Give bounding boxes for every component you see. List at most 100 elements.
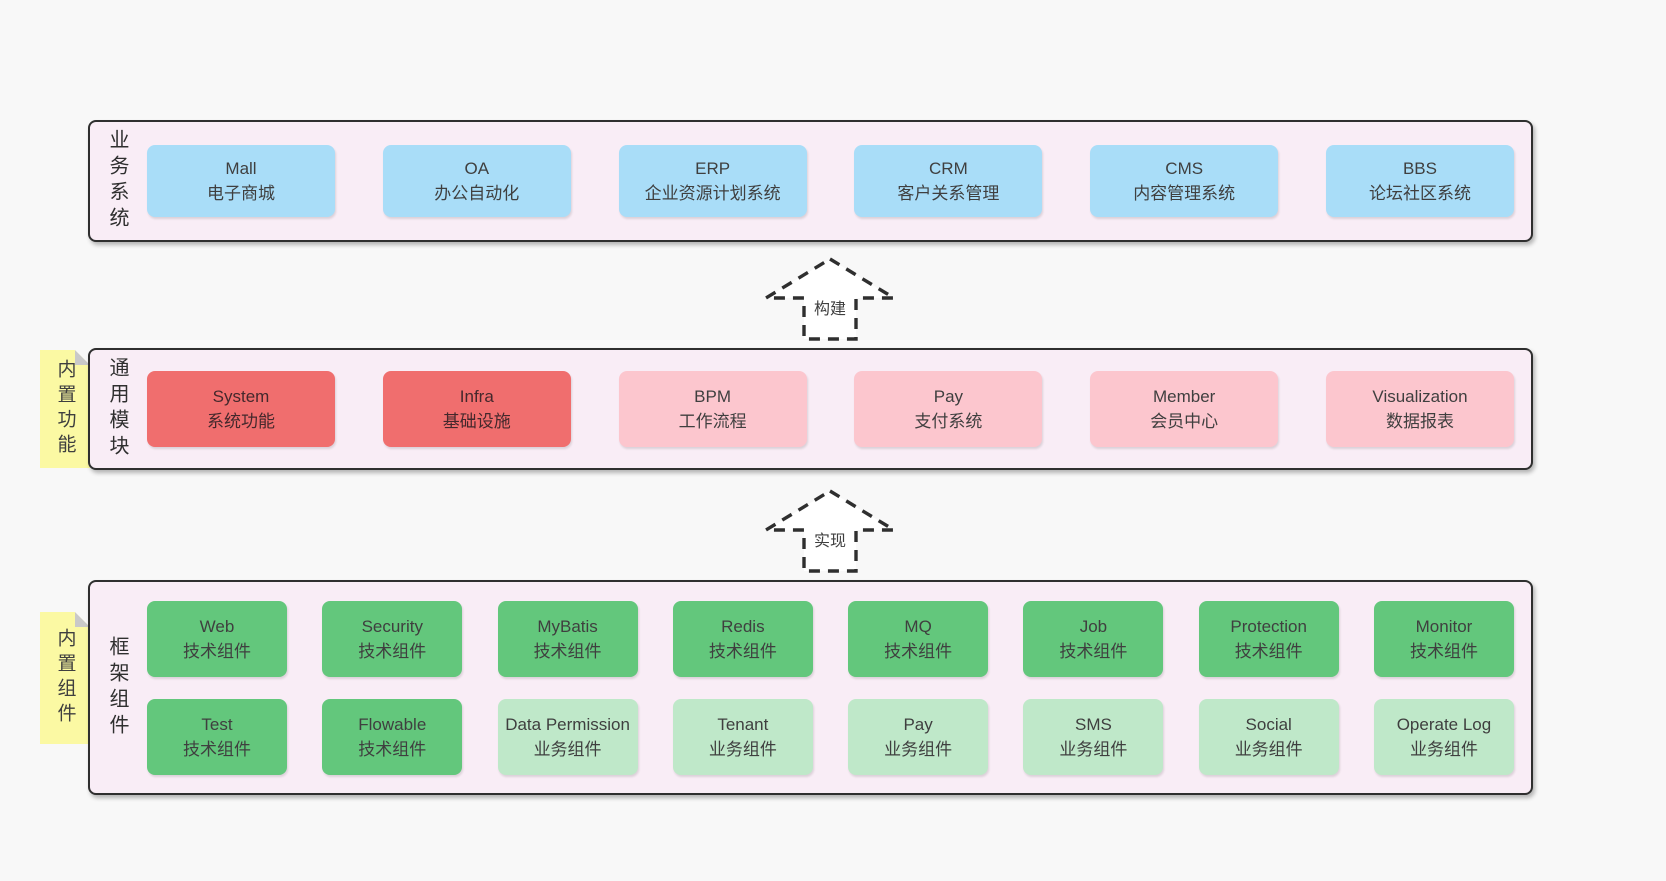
- box-desc-text: 技术组件: [358, 740, 427, 759]
- box-desc-text: 技术组件: [183, 642, 251, 661]
- box-name-text: Redis: [721, 617, 765, 636]
- box-desc-text: 业务组件: [1234, 740, 1303, 759]
- note-text: 内置功能: [54, 359, 76, 459]
- box-web: Web 技术组件: [147, 601, 287, 677]
- box-name-text: Member: [1153, 387, 1216, 406]
- components-box-row-1: Web 技术组件 Security 技术组件 MyBatis 技术组件 Redi…: [147, 601, 1514, 677]
- box-security: Security 技术组件: [322, 601, 463, 677]
- box-mq: MQ 技术组件: [848, 601, 989, 677]
- box-name-text: Test: [201, 715, 233, 734]
- box-desc-text: 技术组件: [183, 740, 251, 759]
- box-desc-text: 工作流程: [678, 412, 747, 431]
- box-name-text: OA: [464, 159, 490, 178]
- box-name-text: BPM: [694, 387, 732, 406]
- box-desc-text: 支付系统: [914, 412, 983, 431]
- box-crm: CRM 客户关系管理: [854, 145, 1043, 217]
- arrow-up-build: 构建: [759, 255, 901, 343]
- box-desc-text: 电子商城: [207, 184, 275, 203]
- box-name-text: CMS: [1165, 159, 1204, 178]
- box-pay-biz: Pay 业务组件: [848, 699, 989, 775]
- box-bpm: BPM 工作流程: [618, 371, 807, 447]
- box-desc-text: 技术组件: [533, 642, 602, 661]
- box-member: Member 会员中心: [1090, 371, 1279, 447]
- box-operate-log: Operate Log 业务组件: [1373, 699, 1514, 775]
- box-name-text: Monitor: [1415, 617, 1473, 636]
- box-desc-text: 业务组件: [708, 740, 777, 759]
- business-box-row: Mall 电子商城 OA 办公自动化 ERP 企业资源计划系统 CRM 客户关系…: [147, 145, 1514, 217]
- box-desc-text: 技术组件: [884, 642, 953, 661]
- box-desc-text: 技术组件: [1059, 642, 1128, 661]
- box-test: Test 技术组件: [147, 699, 287, 775]
- box-sms: SMS 业务组件: [1023, 699, 1164, 775]
- box-desc-text: 业务组件: [533, 740, 602, 759]
- box-desc-text: 企业资源计划系统: [644, 184, 781, 203]
- sticky-note-builtin-components: 内置组件: [40, 612, 90, 744]
- box-desc-text: 基础设施: [442, 412, 511, 431]
- layer-business-label: 业务系统: [106, 129, 128, 233]
- box-name-text: Data Permission: [505, 715, 630, 734]
- box-bbs: BBS 论坛社区系统: [1325, 145, 1514, 217]
- box-name-text: Tenant: [717, 715, 769, 734]
- box-name-text: Job: [1079, 617, 1108, 636]
- box-name-text: System: [212, 387, 270, 406]
- box-name-text: Operate Log: [1396, 715, 1492, 734]
- box-desc-text: 业务组件: [1059, 740, 1128, 759]
- box-system: System 系统功能: [147, 371, 335, 447]
- box-erp: ERP 企业资源计划系统: [618, 145, 807, 217]
- box-name-text: SMS: [1074, 715, 1112, 734]
- box-protection: Protection 技术组件: [1198, 601, 1339, 677]
- box-pay: Pay 支付系统: [854, 371, 1043, 447]
- note-text: 内置组件: [54, 628, 76, 728]
- box-monitor: Monitor 技术组件: [1373, 601, 1514, 677]
- box-desc-text: 数据报表: [1385, 412, 1454, 431]
- box-desc-text: 技术组件: [708, 642, 777, 661]
- layer-business-systems: 业务系统 Mall 电子商城 OA 办公自动化 ERP 企业资源计划系统 CRM…: [88, 120, 1533, 242]
- box-desc-text: 业务组件: [884, 740, 953, 759]
- box-desc-text: 技术组件: [358, 642, 427, 661]
- layer-framework-components: 框架组件 Web 技术组件 Security 技术组件 MyBatis 技术组件…: [88, 580, 1533, 795]
- box-flowable: Flowable 技术组件: [322, 699, 463, 775]
- box-mybatis: MyBatis 技术组件: [497, 601, 638, 677]
- box-desc-text: 论坛社区系统: [1368, 184, 1471, 203]
- box-job: Job 技术组件: [1023, 601, 1164, 677]
- box-redis: Redis 技术组件: [672, 601, 813, 677]
- box-name-text: Protection: [1230, 617, 1307, 636]
- box-name-text: MyBatis: [537, 617, 598, 636]
- box-data-permission: Data Permission 业务组件: [497, 699, 638, 775]
- box-name-text: Security: [361, 617, 423, 636]
- sticky-note-builtin-functions: 内置功能: [40, 350, 90, 468]
- box-name-text: Pay: [933, 387, 964, 406]
- box-desc-text: 技术组件: [1409, 642, 1478, 661]
- components-box-row-2: Test 技术组件 Flowable 技术组件 Data Permission …: [147, 699, 1514, 775]
- box-name-text: Infra: [459, 387, 494, 406]
- arrow-build-label: 构建: [810, 295, 850, 319]
- box-name-text: MQ: [904, 617, 932, 636]
- modules-box-row: System 系统功能 Infra 基础设施 BPM 工作流程 Pay 支付系统…: [147, 371, 1514, 447]
- box-mall: Mall 电子商城: [147, 145, 335, 217]
- box-infra: Infra 基础设施: [382, 371, 571, 447]
- box-name-text: Pay: [903, 715, 933, 734]
- layer-common-modules: 通用模块 System 系统功能 Infra 基础设施 BPM 工作流程 Pay…: [88, 348, 1533, 470]
- box-name-text: Mall: [225, 159, 257, 178]
- box-name-text: CRM: [929, 159, 968, 178]
- box-oa: OA 办公自动化: [382, 145, 571, 217]
- box-name-text: ERP: [695, 159, 731, 178]
- box-visualization: Visualization 数据报表: [1325, 371, 1514, 447]
- box-cms: CMS 内容管理系统: [1090, 145, 1279, 217]
- box-desc-text: 系统功能: [207, 412, 275, 431]
- box-desc-text: 办公自动化: [434, 184, 520, 203]
- box-tenant: Tenant 业务组件: [672, 699, 813, 775]
- box-desc-text: 技术组件: [1234, 642, 1303, 661]
- box-desc-text: 业务组件: [1409, 740, 1478, 759]
- box-name-text: Flowable: [358, 715, 427, 734]
- box-desc-text: 客户关系管理: [897, 184, 1000, 203]
- box-name-text: BBS: [1402, 159, 1437, 178]
- box-desc-text: 内容管理系统: [1133, 184, 1236, 203]
- box-social: Social 业务组件: [1198, 699, 1339, 775]
- box-name-text: Social: [1245, 715, 1292, 734]
- layer-components-label: 框架组件: [106, 635, 128, 740]
- box-desc-text: 会员中心: [1150, 412, 1219, 431]
- box-name-text: Visualization: [1372, 387, 1468, 406]
- arrow-up-implement: 实现: [759, 487, 901, 575]
